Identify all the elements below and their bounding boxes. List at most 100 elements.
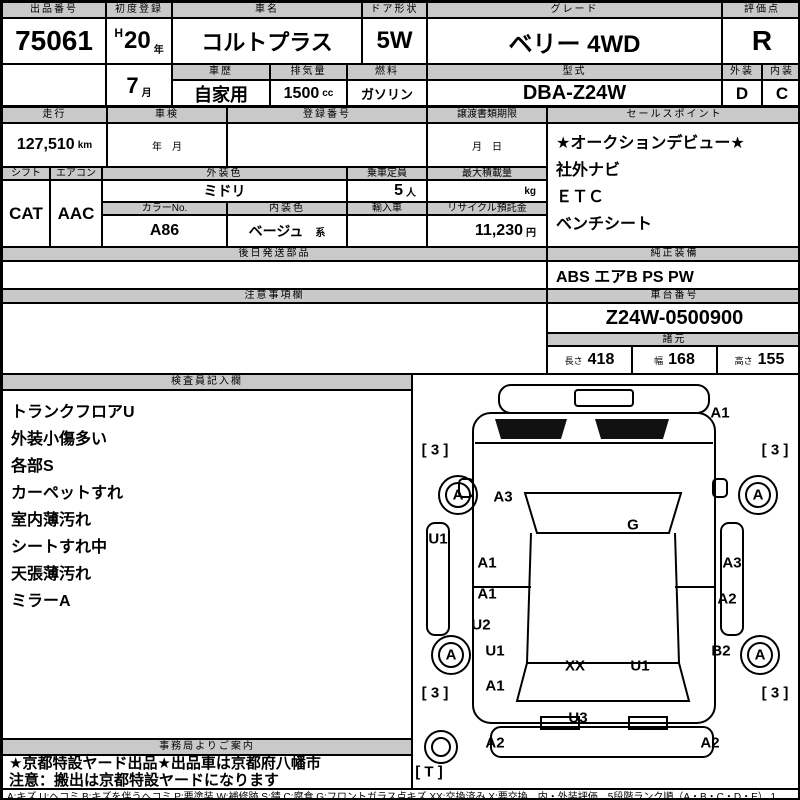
- model-code-label: 型式: [427, 64, 722, 80]
- grade-label: グレード: [427, 2, 722, 18]
- import-label: 輸入車: [347, 202, 427, 215]
- first-registration-year: H 20 年: [106, 18, 172, 64]
- score-label: 評価点: [722, 2, 798, 18]
- max-load-unit: kg: [524, 185, 536, 197]
- exterior-grade-label: 外装: [722, 64, 762, 80]
- max-load-value: kg: [427, 180, 547, 202]
- damage-mark-A2: A2: [717, 590, 737, 608]
- mileage-number: 127,510: [16, 136, 75, 153]
- dimension-length: 長さ 418: [547, 346, 632, 374]
- interior-color-value: ベージュ 系: [227, 215, 347, 247]
- lot-empty-cell: [2, 64, 106, 107]
- door-shape-value: 5W: [362, 18, 427, 64]
- right-mirror: [712, 478, 728, 498]
- shift-label: シフト: [2, 167, 50, 180]
- genuine-equipment-value: ABS エアB PS PW: [547, 261, 798, 289]
- front-right-wheel: [738, 475, 778, 515]
- dimensions-label: 諸元: [547, 333, 798, 346]
- rear-window: [515, 662, 691, 702]
- first-registration-label: 初度登録: [106, 2, 172, 18]
- section-divider: [546, 105, 548, 374]
- displacement-label: 排気量: [270, 64, 347, 80]
- rear-right-wheel: [740, 635, 780, 675]
- damage-mark-A1: A1: [477, 554, 497, 572]
- section-divider: [2, 288, 798, 290]
- recycle-deposit-unit: 円: [526, 227, 536, 239]
- front-left-wheel: [438, 475, 478, 515]
- chassis-number-label: 車台番号: [547, 289, 798, 303]
- capacity-value: 5 人: [347, 180, 427, 202]
- transfer-deadline-value: 月 日: [427, 123, 547, 167]
- grade-value: ベリー 4WD: [427, 18, 722, 64]
- damage-mark-U3: U3: [568, 709, 588, 727]
- mileage-value: 127,510 km: [2, 123, 107, 167]
- aircon-label: エアコン: [50, 167, 102, 180]
- left-side-strip: [426, 522, 450, 636]
- inspector-note: 外装小傷多い: [11, 431, 108, 448]
- fuel-label: 燃料: [347, 64, 427, 80]
- section-divider: [2, 738, 412, 740]
- damage-mark-A2: A2: [485, 734, 505, 752]
- capacity-label: 乗車定員: [347, 167, 427, 180]
- right-side-strip: [720, 522, 744, 636]
- windshield: [523, 492, 683, 534]
- exterior-color-label: 外装色: [102, 167, 347, 180]
- front-glass-right: [595, 419, 669, 439]
- section-divider: [2, 105, 798, 107]
- capacity-number: 5: [394, 182, 403, 199]
- damage-mark-3: [ 3 ]: [421, 684, 449, 702]
- damage-mark-A2: A2: [700, 734, 720, 752]
- first-registration-month: 7 月: [106, 64, 172, 107]
- registration-number-value: [227, 123, 427, 167]
- dimension-width: 幅 168: [632, 346, 717, 374]
- interior-color-name: ベージュ: [248, 223, 304, 239]
- era-prefix: H: [114, 26, 123, 40]
- inspector-note: カーペットすれ: [11, 485, 124, 502]
- inspection-label: 車検: [107, 107, 227, 123]
- recycle-deposit-value: 11,230 円: [427, 215, 547, 247]
- color-number-label: カラーNo.: [102, 202, 227, 215]
- chassis-number-value: Z24W-0500900: [547, 303, 798, 333]
- interior-color-label: 内装色: [227, 202, 347, 215]
- displacement-value: 1500 cc: [270, 80, 347, 107]
- legend-bar: A:キズ U:ヘコミ B:キズを伴うヘコミ P:要塗装 W:補修跡 S:錆 C:…: [2, 789, 798, 798]
- color-number-value: A86: [102, 215, 227, 247]
- later-parts-label: 後日発送部品: [2, 247, 547, 261]
- mileage-label: 走行: [2, 107, 107, 123]
- height-value: 155: [757, 351, 785, 368]
- car-outline-drawing: [424, 384, 780, 764]
- width-value: 168: [668, 351, 695, 368]
- first-registration-year-value: 20: [123, 27, 151, 54]
- damage-mark-A: A: [445, 646, 457, 664]
- first-registration-month-value: 7: [126, 72, 139, 98]
- left-mirror: [458, 478, 474, 498]
- inspector-note: シートすれ中: [11, 539, 108, 556]
- damage-mark-A: A: [452, 486, 464, 504]
- interior-grade-label: 内装: [762, 64, 798, 80]
- recycle-deposit-label: リサイクル預託金: [427, 202, 547, 215]
- rear-bumper: [490, 726, 714, 758]
- front-glass-left: [495, 419, 567, 439]
- damage-mark-G: G: [627, 516, 639, 534]
- office-info-label: 事務局よりご案内: [2, 739, 412, 755]
- section-divider: [2, 373, 798, 375]
- door-shape-label: ドア形状: [362, 2, 427, 18]
- section-divider: [2, 788, 798, 790]
- office-info-line: ★京都特設ヤード出品★出品車は京都府八幡市: [9, 755, 321, 772]
- car-body: [472, 412, 716, 724]
- history-value: 自家用: [172, 80, 270, 107]
- office-info-box: ★京都特設ヤード出品★出品車は京都府八幡市 注意：搬出は京都特設ヤードになります: [2, 755, 412, 789]
- history-label: 車歴: [172, 64, 270, 80]
- recycle-deposit-number: 11,230: [474, 222, 523, 239]
- inspector-notes-label: 検査員記入欄: [2, 374, 412, 390]
- caution-value: [2, 303, 547, 374]
- interior-color-suffix: 系: [315, 227, 326, 239]
- registration-number-label: 登録番号: [227, 107, 427, 123]
- length-label: 長さ: [564, 355, 583, 366]
- damage-mark-A3: A3: [722, 554, 742, 572]
- capacity-unit: 人: [406, 187, 416, 199]
- sales-point-item: ＥＴＣ: [556, 189, 605, 206]
